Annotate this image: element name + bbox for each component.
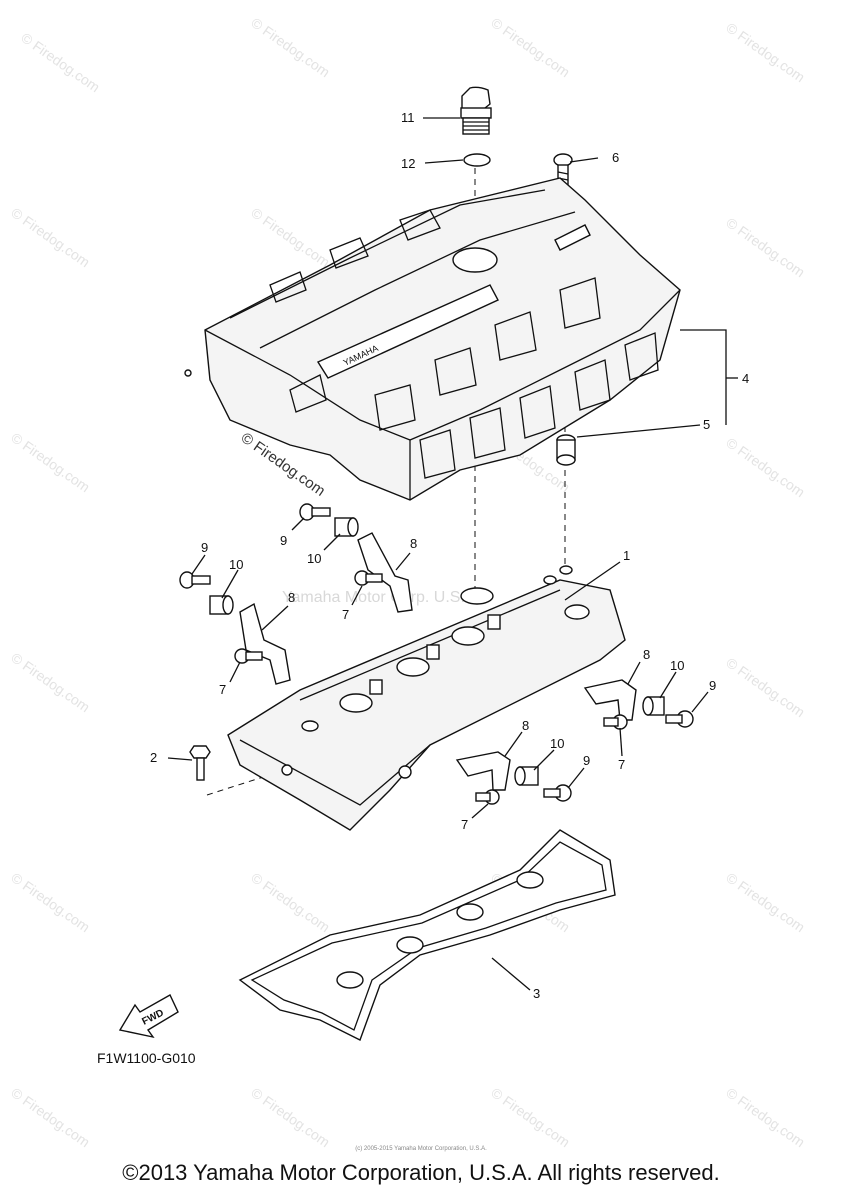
callout-10: 10 <box>670 658 684 673</box>
callout-10: 10 <box>229 557 243 572</box>
bracket <box>239 602 291 685</box>
callouts: 11 12 6 4 5 1 2 3 9 10 8 7 9 10 8 7 8 10… <box>150 110 749 1001</box>
watermark: © Firedog.com <box>8 649 93 715</box>
screw <box>475 789 500 805</box>
screw <box>603 714 628 730</box>
callout-5: 5 <box>703 417 710 432</box>
callout-3: 3 <box>533 986 540 1001</box>
watermark: © Firedog.com <box>8 869 93 935</box>
callout-12: 12 <box>401 156 415 171</box>
bolt <box>179 571 211 589</box>
callout-9: 9 <box>201 540 208 555</box>
o-ring <box>463 153 491 167</box>
callout-10: 10 <box>550 736 564 751</box>
leader-lines <box>167 117 738 991</box>
screw <box>234 648 263 664</box>
callout-8: 8 <box>410 536 417 551</box>
cover-bolt <box>189 745 211 781</box>
watermark: © Firedog.com <box>723 654 808 720</box>
callout-9: 9 <box>280 533 287 548</box>
callout-7: 7 <box>342 607 349 622</box>
collar <box>514 766 539 786</box>
bracket <box>455 751 511 791</box>
bolt <box>299 503 331 521</box>
watermark: © Firedog.com <box>488 1084 573 1150</box>
watermark: © Firedog.com <box>488 14 573 80</box>
oil-filler-cap <box>460 86 492 135</box>
watermark: © Firedog.com <box>723 19 808 85</box>
callout-8: 8 <box>643 647 650 662</box>
callout-9: 9 <box>709 678 716 693</box>
collar <box>334 517 359 537</box>
callout-8: 8 <box>288 590 295 605</box>
callout-6: 6 <box>612 150 619 165</box>
watermark: © Firedog.com <box>8 204 93 270</box>
watermark: © Firedog.com <box>8 1084 93 1150</box>
collar <box>209 595 234 615</box>
bolt <box>543 784 572 802</box>
callout-7: 7 <box>618 757 625 772</box>
callout-7: 7 <box>219 682 226 697</box>
fwd-arrow: FWD <box>118 994 179 1039</box>
callout-9: 9 <box>583 753 590 768</box>
small-copyright-notice: (c) 2005-2015 Yamaha Motor Corporation, … <box>355 1146 487 1152</box>
head-cover-gasket <box>238 829 616 1041</box>
watermark: © Firedog.com <box>723 869 808 935</box>
callout-1: 1 <box>623 548 630 563</box>
callout-8: 8 <box>522 718 529 733</box>
watermark: © Firedog.com <box>723 1084 808 1150</box>
engine-top-cover: YAMAHA <box>184 177 681 501</box>
watermark: © Firedog.com <box>723 434 808 500</box>
cover-grommet <box>556 434 576 466</box>
copyright-footer: ©2013 Yamaha Motor Corporation, U.S.A. A… <box>122 1160 720 1185</box>
watermark: © Firedog.com <box>18 29 103 95</box>
watermark: © Firedog.com <box>8 429 93 495</box>
watermark-center: Yamaha Motor Corp. U.S.A. <box>282 589 480 606</box>
collar <box>642 696 665 716</box>
watermark: © Firedog.com <box>248 1084 333 1150</box>
watermark: © Firedog.com <box>248 869 333 935</box>
watermark: © Firedog.com <box>248 204 333 270</box>
callout-4: 4 <box>742 371 749 386</box>
watermark: © Firedog.com <box>248 14 333 80</box>
bracket <box>583 679 637 721</box>
callout-11: 11 <box>401 110 415 125</box>
callout-10: 10 <box>307 551 321 566</box>
callout-7: 7 <box>461 817 468 832</box>
watermark: © Firedog.com <box>723 214 808 280</box>
cylinder-head-cover <box>227 565 626 831</box>
screw <box>354 570 383 586</box>
callout-2: 2 <box>150 750 157 765</box>
figure-code: F1W1100-G010 <box>97 1050 196 1066</box>
bolt <box>665 710 694 728</box>
